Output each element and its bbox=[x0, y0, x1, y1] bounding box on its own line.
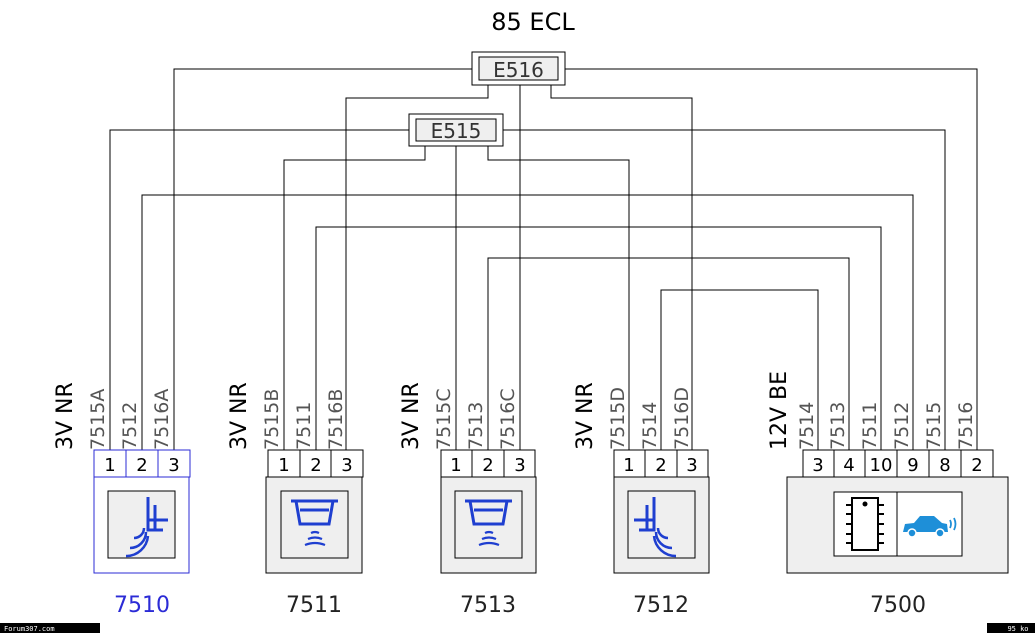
rear-sensor-right-icon bbox=[107, 490, 176, 559]
component-label-7510: 7510 bbox=[114, 593, 170, 618]
pin-number: 3 bbox=[168, 455, 179, 476]
wire-7516D bbox=[550, 85, 693, 450]
footer-right-bar bbox=[987, 623, 1035, 633]
wire-label: 7516A bbox=[151, 389, 173, 450]
pin-number: 1 bbox=[278, 455, 289, 476]
connector-7511[interactable]: 3V NR 7515B 7511 7516B 1 2 3 7511 bbox=[227, 382, 364, 618]
wire-7515D bbox=[487, 146, 630, 450]
wire-label: 7515B bbox=[261, 389, 283, 450]
wire-label: 7513 bbox=[465, 402, 487, 450]
wire-label: 7516B bbox=[325, 389, 347, 450]
wire-7515 bbox=[503, 129, 946, 450]
pin-number: 9 bbox=[907, 455, 918, 476]
pin-number: 1 bbox=[450, 455, 461, 476]
pin-number: 1 bbox=[623, 455, 634, 476]
splice-e516-label: E516 bbox=[493, 58, 544, 82]
footer-left-text: Forum307.com bbox=[4, 625, 55, 633]
wire-label: 7515D bbox=[607, 387, 629, 450]
pin-strip bbox=[613, 449, 709, 478]
pin-number: 2 bbox=[136, 455, 147, 476]
wire-7513 bbox=[487, 257, 850, 450]
housing-label-7510: 3V NR bbox=[53, 382, 78, 450]
wire-label: 7514 bbox=[639, 402, 661, 450]
wire-label: 7516 bbox=[955, 402, 977, 450]
footer-right-text: 95 ko bbox=[1007, 625, 1028, 633]
component-label-7500: 7500 bbox=[870, 593, 926, 618]
diagram-title: 85 ECL bbox=[491, 8, 575, 36]
component-label-7513: 7513 bbox=[460, 593, 516, 618]
connector-7510[interactable]: 3V NR 7515A 7512 7516A 1 2 3 7510 bbox=[53, 382, 191, 618]
rear-sensor-left-icon bbox=[627, 490, 696, 559]
wires bbox=[109, 68, 978, 450]
wire-label: 7514 bbox=[796, 402, 818, 450]
wire-7516 bbox=[565, 68, 978, 450]
wire-label: 7512 bbox=[891, 402, 913, 450]
wire-label: 7516D bbox=[671, 387, 693, 450]
wire-7516B bbox=[345, 85, 489, 450]
wire-7512 bbox=[141, 194, 914, 450]
wire-label: 7515A bbox=[87, 389, 109, 450]
pin-strip bbox=[440, 449, 536, 478]
pin-number: 3 bbox=[812, 455, 823, 476]
pin-strip bbox=[802, 449, 994, 478]
pin-number: 3 bbox=[686, 455, 697, 476]
footer-left-bar bbox=[0, 623, 100, 633]
rear-sensor-center-icon bbox=[454, 490, 523, 559]
pin-number: 2 bbox=[971, 455, 982, 476]
wire-7515B bbox=[283, 146, 426, 450]
connector-7512[interactable]: 3V NR 7515D 7514 7516D 1 2 3 7512 bbox=[573, 382, 710, 618]
car-sensor-icon bbox=[903, 516, 957, 538]
pin-number: 10 bbox=[870, 455, 893, 476]
wire-7516A bbox=[173, 68, 472, 450]
component-label-7511: 7511 bbox=[286, 593, 342, 618]
wire-label: 7511 bbox=[293, 402, 315, 450]
housing-label-7500: 12V BE bbox=[767, 371, 792, 450]
wire-label: 7513 bbox=[827, 402, 849, 450]
rear-sensor-center-icon bbox=[280, 490, 349, 559]
connector-7500[interactable]: 12V BE 7514 7513 7511 7512 7515 7516 3 4… bbox=[767, 371, 1009, 618]
pin-strip bbox=[267, 449, 364, 478]
housing-label-7512: 3V NR bbox=[573, 382, 598, 450]
pin-number: 8 bbox=[939, 455, 950, 476]
splice-e516[interactable]: E516 bbox=[471, 51, 566, 86]
pin-number: 2 bbox=[655, 455, 666, 476]
wire-label: 7511 bbox=[859, 402, 881, 450]
wire-label: 7512 bbox=[119, 402, 141, 450]
footer: Forum307.com 95 ko bbox=[0, 623, 1035, 633]
splice-e515-label: E515 bbox=[431, 119, 482, 143]
pin-number: 2 bbox=[482, 455, 493, 476]
wire-7515A bbox=[109, 129, 409, 450]
pin-number: 3 bbox=[514, 455, 525, 476]
wire-7514 bbox=[660, 289, 819, 450]
wire-label: 7516C bbox=[497, 388, 519, 450]
splice-e515[interactable]: E515 bbox=[408, 113, 504, 147]
pin-number: 1 bbox=[104, 455, 115, 476]
pin-number: 3 bbox=[341, 455, 352, 476]
ecu-chip-icon bbox=[846, 497, 884, 551]
pin-number: 2 bbox=[310, 455, 321, 476]
pin-number: 4 bbox=[843, 455, 854, 476]
pin-strip bbox=[93, 449, 191, 478]
housing-label-7511: 3V NR bbox=[227, 382, 252, 450]
wire-label: 7515C bbox=[433, 388, 455, 450]
wire-7511 bbox=[315, 226, 882, 450]
housing-label-7513: 3V NR bbox=[399, 382, 424, 450]
component-label-7512: 7512 bbox=[633, 593, 689, 618]
connector-7513[interactable]: 3V NR 7515C 7513 7516C 1 2 3 7513 bbox=[399, 382, 537, 618]
wire-label: 7515 bbox=[923, 402, 945, 450]
